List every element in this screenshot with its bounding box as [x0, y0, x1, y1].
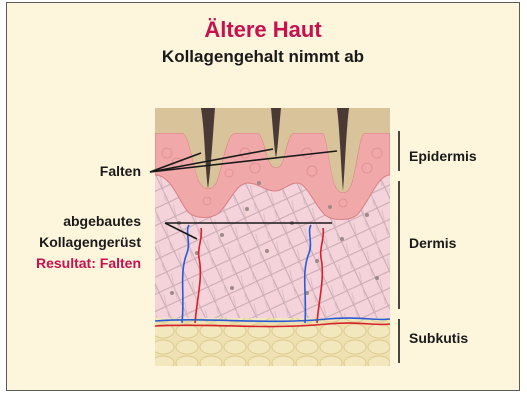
label-dermis: Dermis — [409, 235, 456, 251]
label-abgebautes: abgebautes — [63, 213, 141, 229]
diagram-frame: Ältere Haut Kollagengehalt nimmt ab — [6, 2, 520, 391]
label-epidermis: Epidermis — [409, 148, 477, 164]
label-falten: Falten — [100, 163, 141, 179]
label-subkutis: Subkutis — [409, 330, 468, 346]
label-resultat-falten: Resultat: Falten — [36, 255, 141, 271]
label-kollagengeruest: Kollagengerüst — [39, 234, 141, 250]
